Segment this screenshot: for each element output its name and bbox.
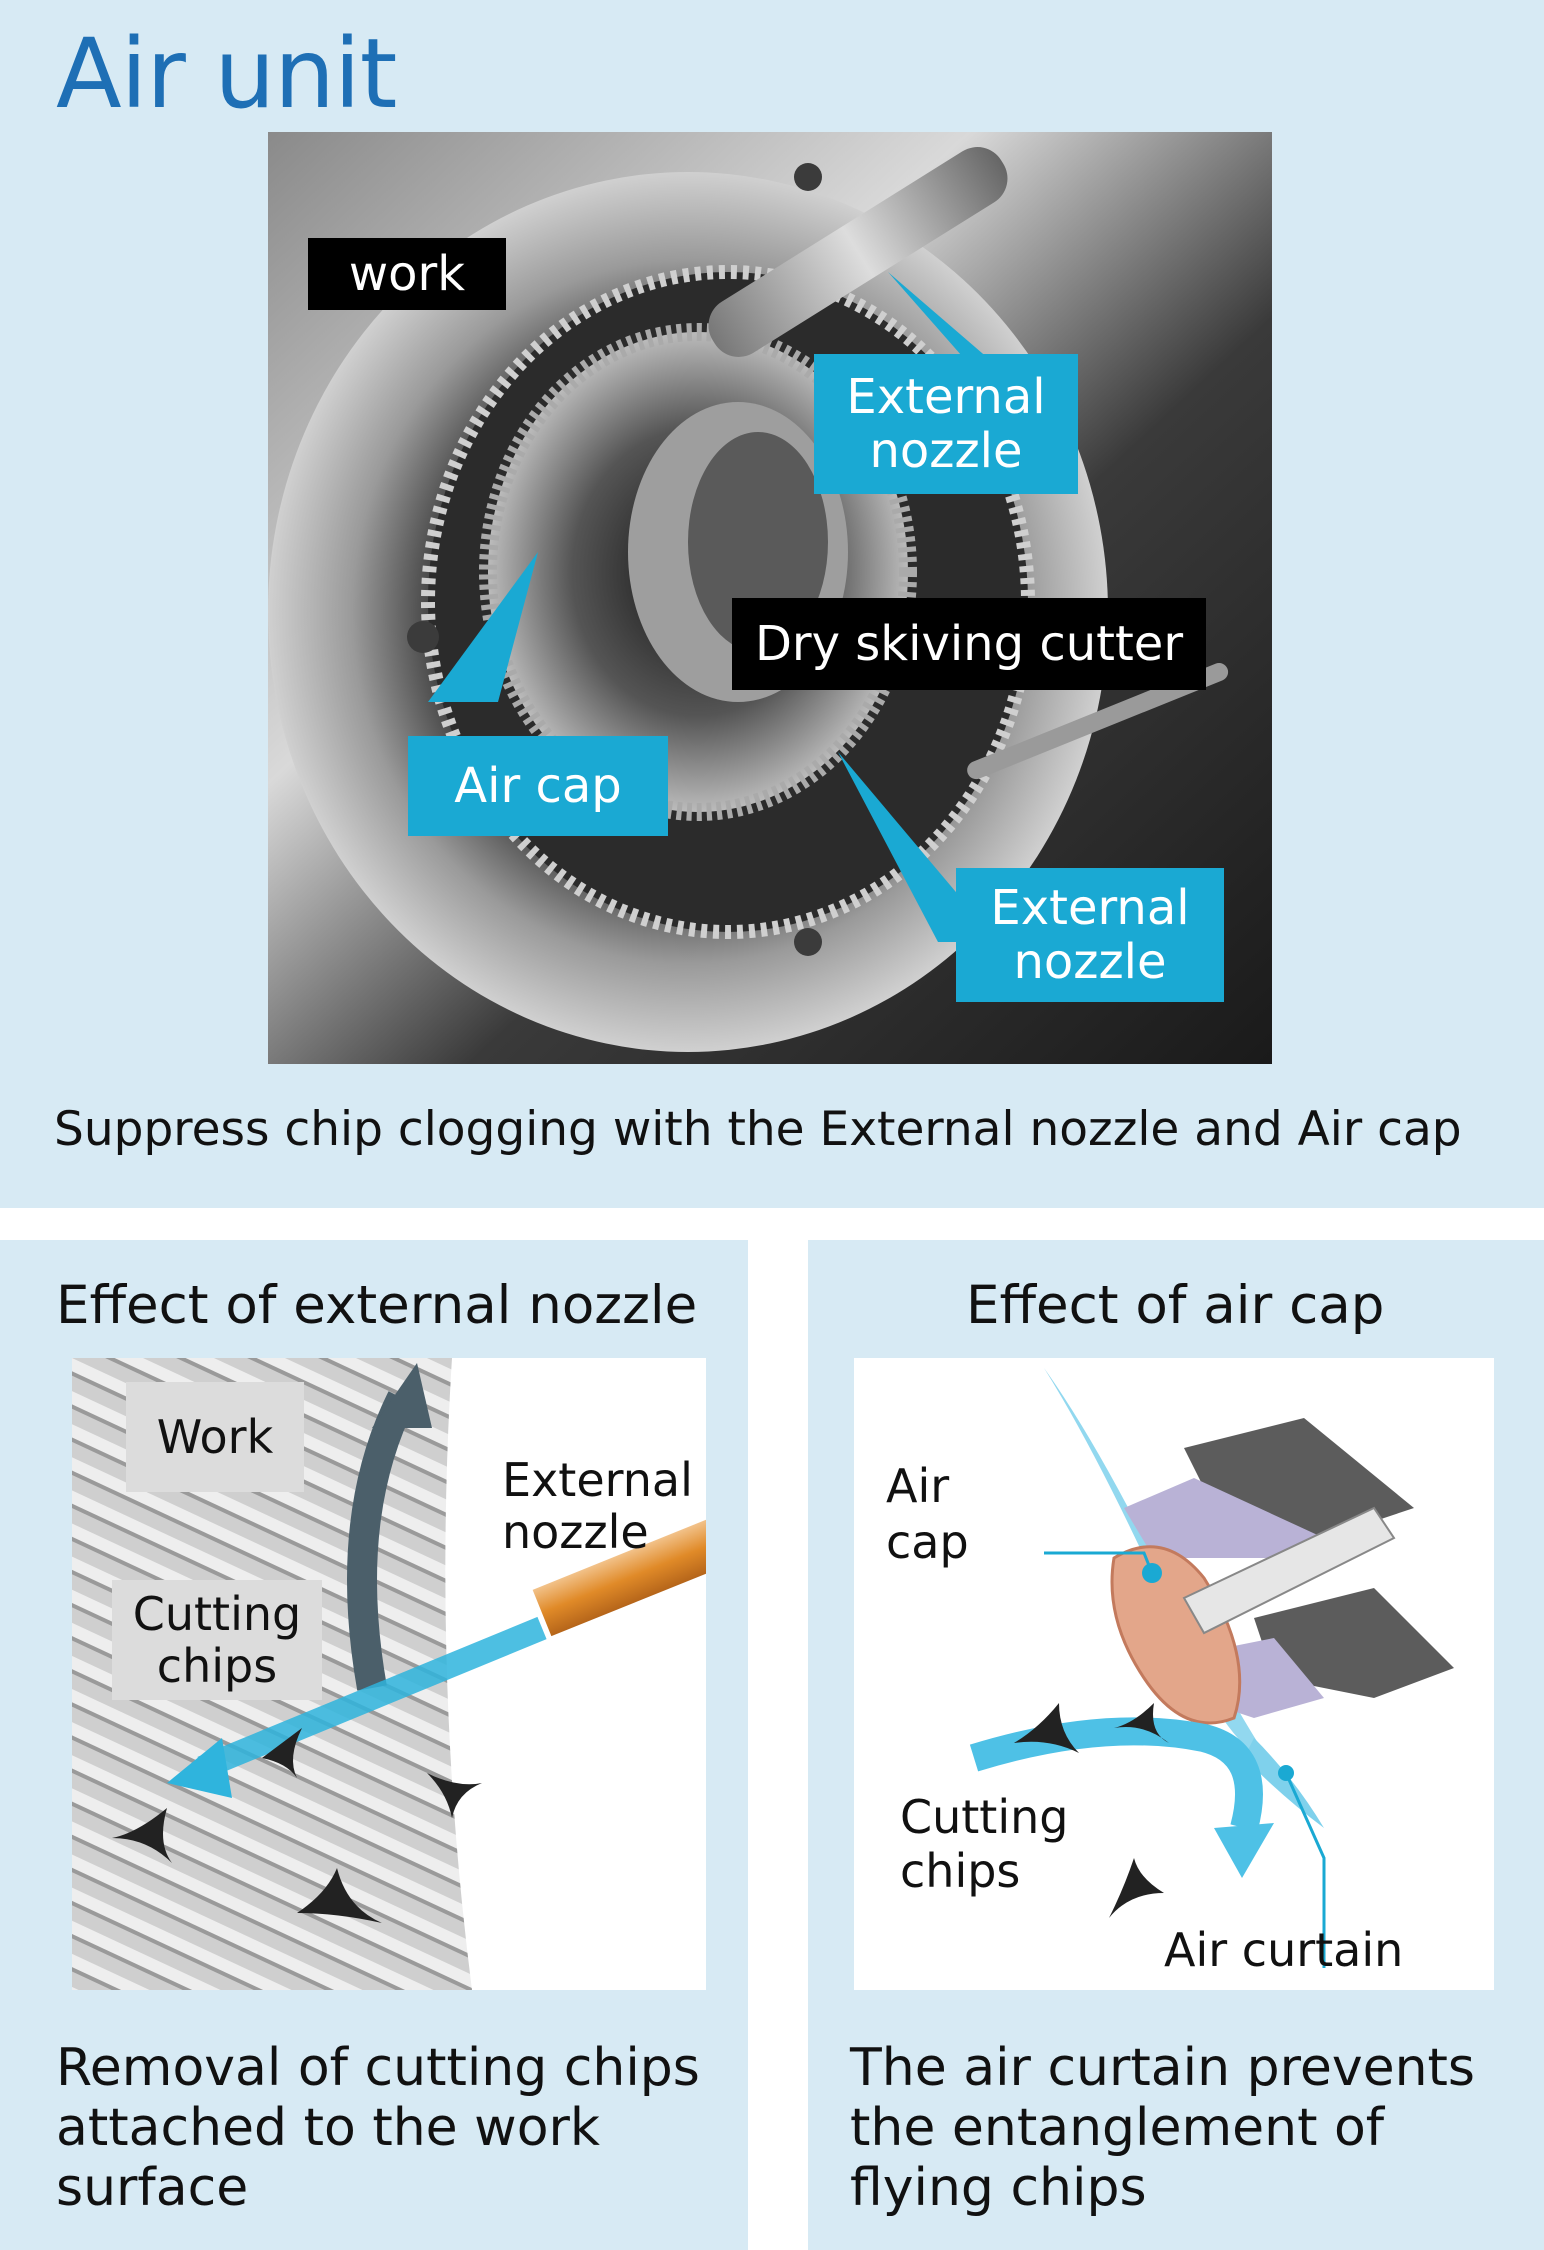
external-nozzle-top-label: External nozzle — [814, 354, 1078, 494]
air-cap-figure: Air cap Cutting chips Air curtain — [854, 1358, 1494, 1990]
external-nozzle-heading: Effect of external nozzle — [56, 1275, 698, 1336]
machine-photo: work External nozzle Dry skiving cutter … — [268, 132, 1272, 1064]
air-cap-drawing — [854, 1358, 1494, 1990]
external-nozzle-figure: Work External nozzle Cutting chips — [72, 1358, 706, 1990]
air-cap-label: Air cap — [408, 736, 668, 836]
external-nozzle-label: External nozzle — [502, 1453, 693, 1559]
external-nozzle-description: Removal of cutting chips attached to the… — [56, 2038, 700, 2218]
air-unit-panel: Air unit — [0, 0, 1544, 1208]
air-curtain-label: Air curtain — [1164, 1923, 1404, 1977]
dry-skiving-cutter-label: Dry skiving cutter — [732, 598, 1206, 690]
work-label: Work — [126, 1382, 304, 1492]
air-cap-description: The air curtain prevents the entanglemen… — [850, 2038, 1476, 2218]
air-cap-panel: Effect of air cap — [808, 1240, 1544, 2250]
external-nozzle-panel: Effect of external nozzle — [0, 1240, 748, 2250]
work-label: work — [308, 238, 506, 310]
external-nozzle-bottom-label: External nozzle — [956, 868, 1224, 1002]
cutting-chips-label: Cutting chips — [900, 1790, 1069, 1898]
air-cap-heading: Effect of air cap — [966, 1275, 1385, 1336]
cutting-chips-label: Cutting chips — [112, 1580, 322, 1700]
page-title: Air unit — [56, 18, 397, 130]
air-cap-label: Air cap — [886, 1459, 969, 1569]
air-unit-caption: Suppress chip clogging with the External… — [54, 1102, 1462, 1157]
